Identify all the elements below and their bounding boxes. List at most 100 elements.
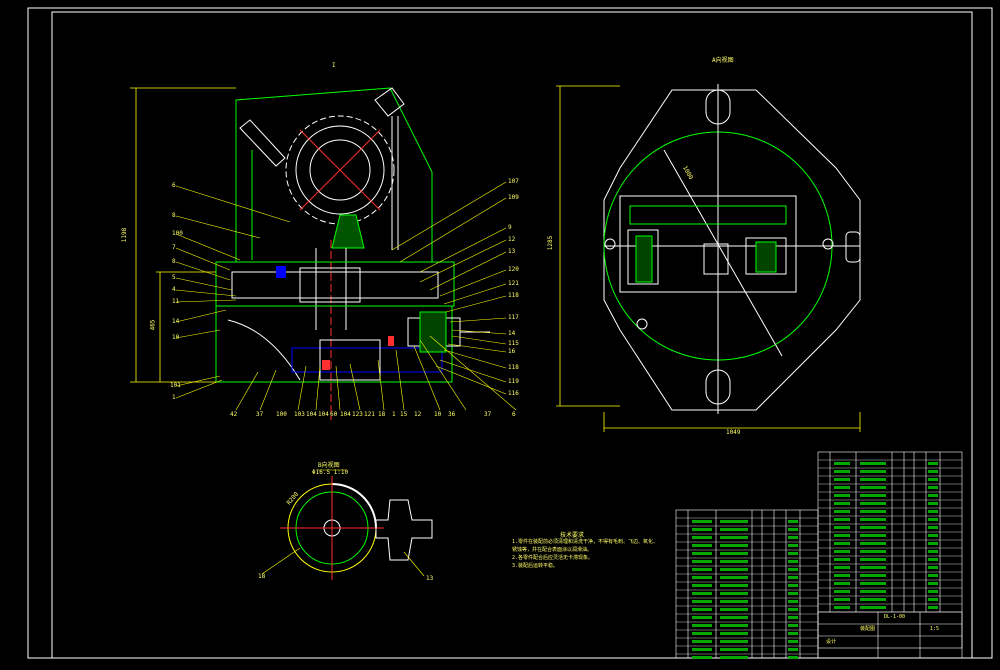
table-cell-text [788, 656, 798, 659]
right-view-title: A向视图 [712, 57, 734, 64]
callout-bottom: 42 [230, 411, 238, 418]
callout-bottom: 6 [512, 411, 516, 418]
right-leaders [391, 181, 507, 395]
table-cell-text [788, 632, 798, 635]
callout-right: 16 [508, 348, 516, 355]
table-cell-text [860, 494, 886, 497]
table-cell-text [720, 520, 748, 523]
table-cell-text [860, 534, 886, 537]
inner-body [619, 195, 797, 293]
table-cell-text [860, 606, 886, 609]
callout-bottom: 103 [294, 411, 305, 418]
table-cell-text [928, 518, 938, 521]
table-cell-text [860, 462, 886, 465]
table-cell-text [720, 592, 748, 595]
table-cell-text [720, 584, 748, 587]
table-cell-text [720, 632, 748, 635]
table-cell-text [692, 656, 712, 659]
callout-bottom: 60 [330, 411, 338, 418]
table-cell-text [720, 576, 748, 579]
callout-left: 5 [172, 274, 176, 281]
base-block [215, 305, 453, 383]
middle-plate [215, 261, 455, 307]
detail-view [280, 476, 433, 580]
table-cell-text [720, 608, 748, 611]
callout-bottom: 100 [276, 411, 287, 418]
table-cell-text [692, 632, 712, 635]
table-cell-text [928, 478, 938, 481]
callout-right: 118 [508, 292, 519, 299]
note-line: 3.装配后运转平稳。 [512, 563, 559, 569]
table-cell-text [788, 600, 798, 603]
dim-main-lower: 465 [149, 319, 157, 331]
table-cell-text [928, 486, 938, 489]
detail-label: 13 [426, 575, 434, 582]
left-leaders [175, 185, 291, 399]
callout-left: 101 [170, 382, 181, 389]
table-cell-text [834, 526, 850, 529]
callout-bottom: 37 [256, 411, 264, 418]
note-line: 2.各零件配合后应灵活无卡滞现象。 [512, 555, 594, 561]
table-cell-text [860, 582, 886, 585]
title-designer: 设计 [826, 639, 837, 645]
upper-bracket [235, 87, 433, 263]
table-cell-text [788, 584, 798, 587]
table-cell-text [692, 528, 712, 531]
table-cell-text [788, 560, 798, 563]
callout-right: 121 [508, 280, 519, 287]
table-cell-text [692, 584, 712, 587]
table-cell-text [720, 656, 748, 659]
table-cell-text [788, 640, 798, 643]
right-arm [374, 87, 405, 117]
table-cell-text [788, 536, 798, 539]
callout-left: 7 [172, 244, 176, 251]
table-cell-text [720, 528, 748, 531]
callout-bottom: 1 [392, 411, 396, 418]
main-dimensions [130, 87, 236, 383]
table-cell-text [860, 526, 886, 529]
note-line: 1.零件在装配前必须清理和清洗干净，不得有毛刺、飞边、氧化、 [512, 539, 659, 545]
table-cell-text [692, 568, 712, 571]
table-cell-text [720, 600, 748, 603]
table-cell-text [692, 536, 712, 539]
table-cell-text [860, 550, 886, 553]
callout-bottom: 104 [340, 411, 351, 418]
octagon-plate [603, 89, 861, 411]
table-cell-text [692, 576, 712, 579]
callout-left: 14 [172, 318, 180, 325]
table-cell-text [834, 590, 850, 593]
bottom-leaders [235, 335, 517, 411]
callout-right: 14 [508, 330, 516, 337]
table-cell-text [788, 528, 798, 531]
table-cell-text [692, 560, 712, 563]
table-cell-text [788, 544, 798, 547]
dim-detail-top: Φ16.5 1:10 [312, 469, 349, 476]
table-cell-text [720, 640, 748, 643]
callout-left: 10 [172, 334, 180, 341]
table-cell-text [860, 510, 886, 513]
table-cell-text [928, 526, 938, 529]
table-cell-text [720, 560, 748, 563]
table-cell-text [928, 598, 938, 601]
table-cell-text [860, 558, 886, 561]
table-cell-text [720, 624, 748, 627]
table-cell-text [788, 568, 798, 571]
table-cell-text [692, 520, 712, 523]
callout-bottom: 10 [434, 411, 442, 418]
table-cell-text [928, 510, 938, 513]
table-cell-text [692, 544, 712, 547]
callout-right: 119 [508, 378, 519, 385]
note-line: 锈蚀等，并在配合表面涂以润滑油。 [512, 547, 593, 553]
table-cell-text [692, 616, 712, 619]
table-cell-text [788, 608, 798, 611]
right-dimensions [556, 85, 861, 432]
table-cell-text [834, 486, 850, 489]
table-cell-text [834, 582, 850, 585]
table-cell-text [928, 462, 938, 465]
parts-list-left [675, 509, 819, 659]
table-cell-text [834, 510, 850, 513]
table-cell-text [834, 566, 850, 569]
table-cell-text [860, 470, 886, 473]
callout-bottom: 121 [364, 411, 375, 418]
